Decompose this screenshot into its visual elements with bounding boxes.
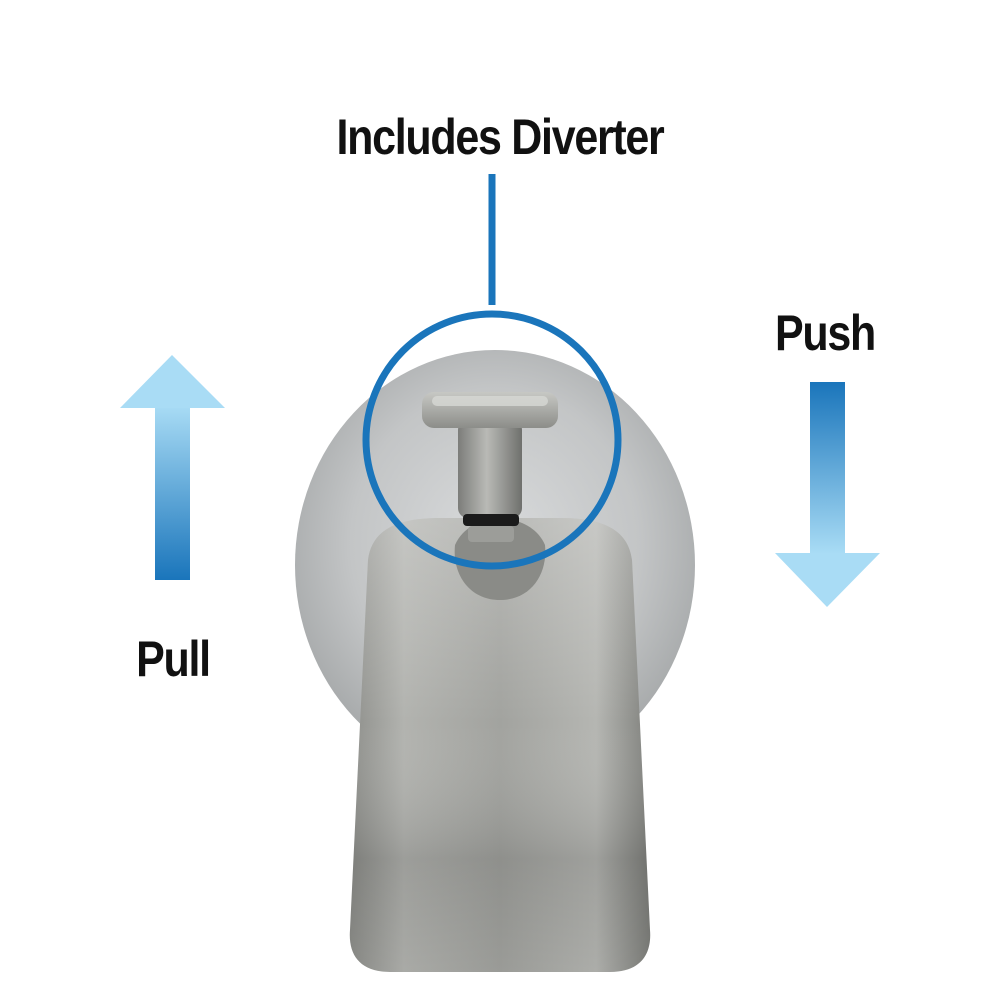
diverter-o-ring (463, 514, 519, 526)
push-label: Push (775, 305, 876, 361)
arrow-up-icon (120, 355, 225, 580)
pull-label: Pull (136, 631, 211, 687)
arrow-down-icon (775, 382, 880, 607)
faucet-spout-shading (349, 518, 651, 972)
diverter-stem (458, 420, 522, 518)
diverter-knob-highlight (432, 396, 548, 406)
diverter-lower-stem (468, 526, 514, 542)
callout-title: Includes Diverter (336, 109, 665, 165)
callout-circle (362, 310, 622, 570)
